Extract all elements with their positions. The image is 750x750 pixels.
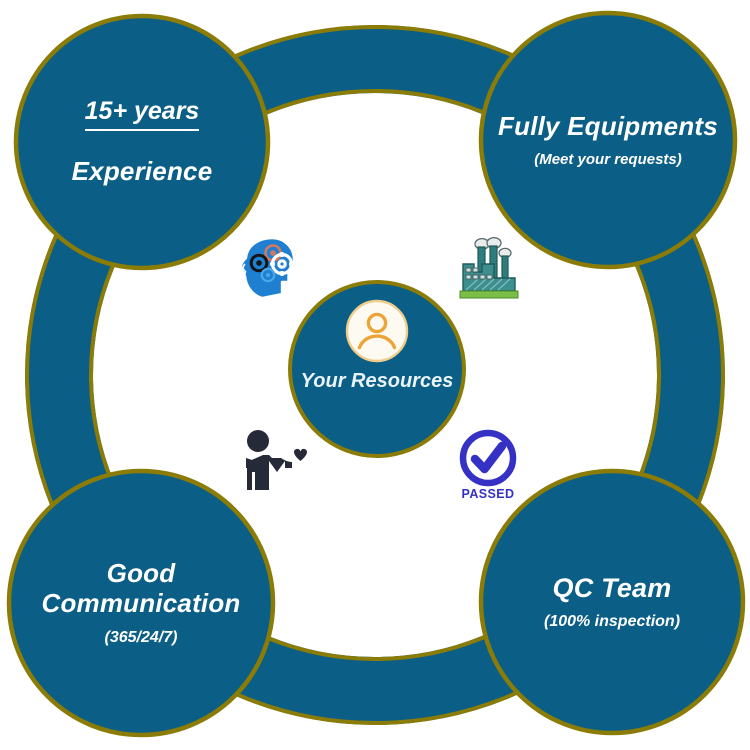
head-with-gears-icon [239, 236, 296, 300]
node-circle-center[interactable] [288, 280, 466, 458]
node-circle-equipment[interactable] [478, 10, 738, 270]
factory-icon [459, 236, 519, 299]
node-circle-experience[interactable] [13, 13, 271, 271]
node-circle-qc[interactable] [478, 468, 746, 736]
person-holding-heart-icon [246, 430, 307, 490]
passed-label: PASSED [461, 487, 515, 501]
passed-check-badge-icon [459, 429, 517, 487]
ring-inner-stroke [89, 89, 661, 661]
ring-outer-stroke [25, 25, 725, 725]
node-circle-communication[interactable] [6, 468, 276, 738]
